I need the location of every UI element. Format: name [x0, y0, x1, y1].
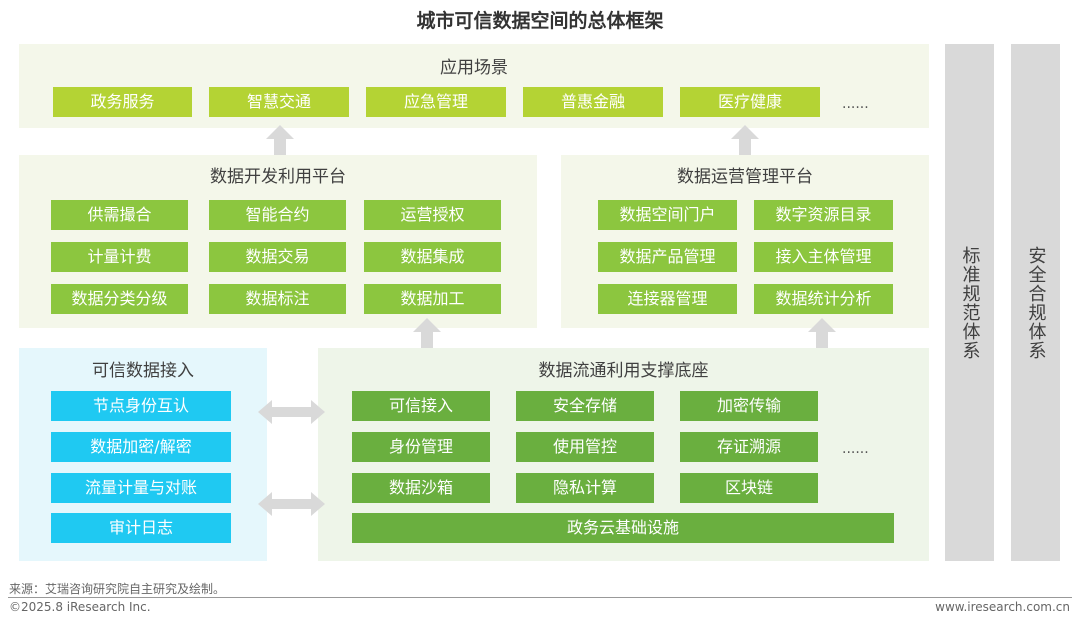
module-item: 智能合约 [209, 200, 346, 230]
module-item: 数据统计分析 [754, 284, 893, 314]
gov-cloud-infrastructure: 政务云基础设施 [352, 513, 894, 543]
side-label: 安全合规体系 [1025, 245, 1047, 360]
module-item: 数据加密/解密 [51, 432, 231, 462]
module-item: 数据沙箱 [352, 473, 490, 503]
module-item: 数据分类分级 [51, 284, 188, 314]
module-item: 审计日志 [51, 513, 231, 543]
module-item: 区块链 [680, 473, 818, 503]
module-item: 数据交易 [209, 242, 346, 272]
source-note: 来源：艾瑞咨询研究院自主研究及绘制。 [9, 582, 226, 596]
double-arrow-icon [258, 400, 325, 424]
module-item: 数据标注 [209, 284, 346, 314]
module-item: 计量计费 [51, 242, 188, 272]
app-item: 应急管理 [366, 87, 506, 117]
side-label: 标准规范体系 [959, 245, 981, 360]
module-item: 供需撮合 [51, 200, 188, 230]
panel-title: 数据运营管理平台 [677, 167, 813, 187]
module-item: 使用管控 [516, 432, 654, 462]
module-item: 数据加工 [364, 284, 501, 314]
module-item: 数据集成 [364, 242, 501, 272]
module-item: 运营授权 [364, 200, 501, 230]
module-item: 加密传输 [680, 391, 818, 421]
module-item: 隐私计算 [516, 473, 654, 503]
more-ellipsis: ...... [842, 441, 869, 457]
module-item: 流量计量与对账 [51, 473, 231, 503]
copyright: ©2025.8 iResearch Inc. [9, 600, 151, 614]
app-item: 政务服务 [53, 87, 192, 117]
diagram-title: 城市可信数据空间的总体框架 [416, 10, 664, 32]
module-item: 数字资源目录 [754, 200, 893, 230]
compliance-system-bar: 安全合规体系 [1011, 44, 1060, 561]
module-item: 节点身份互认 [51, 391, 231, 421]
module-item: 可信接入 [352, 391, 490, 421]
module-item: 数据空间门户 [598, 200, 737, 230]
panel-title: 应用场景 [440, 58, 508, 78]
module-item: 安全存储 [516, 391, 654, 421]
app-item: 智慧交通 [209, 87, 349, 117]
module-item: 接入主体管理 [754, 242, 893, 272]
module-item: 身份管理 [352, 432, 490, 462]
website: www.iresearch.com.cn [935, 600, 1070, 614]
panel-title: 数据开发利用平台 [210, 167, 346, 187]
more-ellipsis: ...... [842, 96, 869, 112]
up-arrow-icon [266, 125, 294, 155]
app-item: 医疗健康 [680, 87, 820, 117]
panel-title: 可信数据接入 [92, 361, 194, 381]
module-item: 存证溯源 [680, 432, 818, 462]
up-arrow-icon [808, 318, 836, 348]
standards-system-bar: 标准规范体系 [945, 44, 994, 561]
up-arrow-icon [413, 318, 441, 348]
panel-title: 数据流通利用支撑底座 [538, 361, 709, 381]
module-item: 数据产品管理 [598, 242, 737, 272]
up-arrow-icon [731, 125, 759, 155]
module-item: 连接器管理 [598, 284, 737, 314]
double-arrow-icon [258, 492, 325, 516]
app-item: 普惠金融 [523, 87, 663, 117]
divider [8, 597, 1072, 598]
